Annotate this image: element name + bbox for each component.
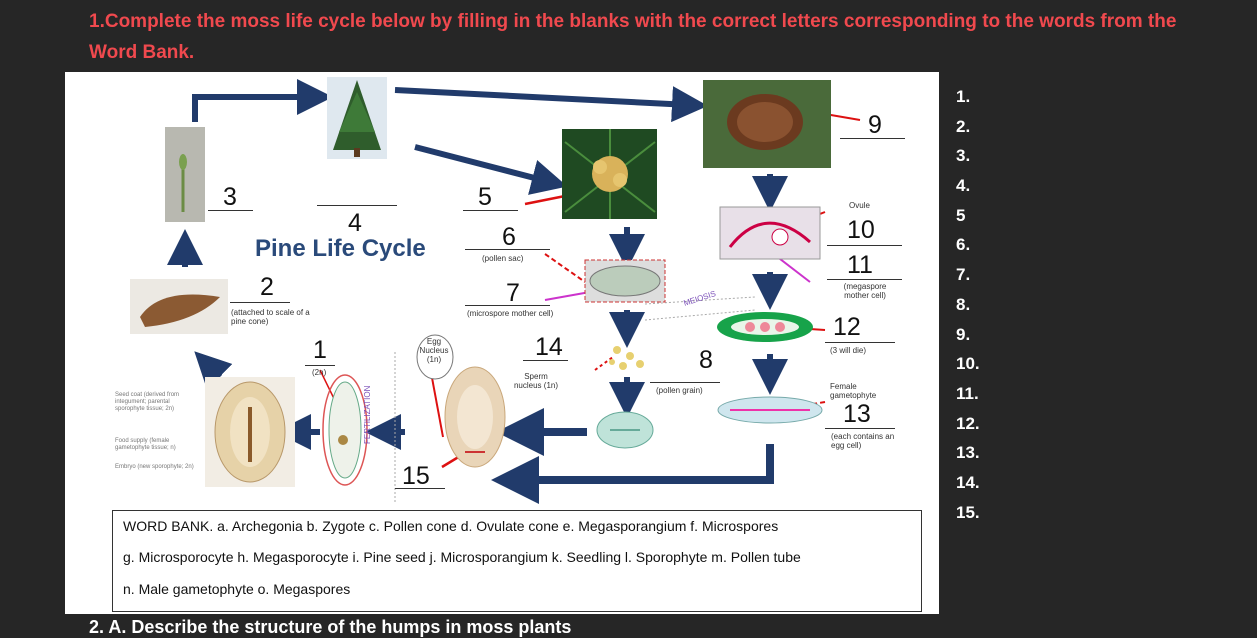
blank-14-number: 14 (535, 333, 563, 361)
blank-10-number: 10 (847, 216, 875, 244)
blank-4-number: 4 (348, 209, 362, 237)
answer-item[interactable]: 13. (956, 443, 980, 463)
blank-15-number: 15 (402, 462, 430, 490)
answer-item[interactable]: 10. (956, 354, 980, 374)
ovule-section-image (719, 206, 821, 260)
next-question-text: 2. A. Describe the structure of the hump… (89, 617, 572, 637)
pine-seed-image (205, 377, 295, 487)
pollen-grain-image (596, 411, 654, 449)
seedling-image (165, 127, 205, 222)
food-supply-label: Food supply (female gametophyte tissue; … (115, 438, 176, 451)
word-bank-line-1: WORD BANK. a. Archegonia b. Zygote c. Po… (123, 518, 779, 534)
answer-item[interactable]: 5 (956, 205, 966, 225)
female-gametophyte-label: Female gametophyte (830, 382, 877, 400)
two-n-label: (2n) (312, 368, 327, 377)
blank-8-number: 8 (699, 346, 713, 374)
sperm-nucleus-label: Sperm nucleus (1n) (513, 372, 559, 390)
blank-12-number: 12 (833, 313, 861, 341)
pine-life-cycle-diagram: 3 4 5 6 (pollen sac) 7 (microspore mothe… (65, 72, 939, 614)
answer-item[interactable]: 11. (956, 383, 979, 403)
megaspore-mother-cell-label: (megaspore mother cell) (843, 282, 887, 300)
ovule-label: Ovule (849, 201, 870, 210)
egg-nucleus-label: Egg Nucleus (1n) (419, 337, 449, 364)
fertilization-label: FERTILIZATION (363, 385, 372, 444)
pine-tree-image (327, 77, 387, 159)
winged-seed-image (130, 279, 228, 334)
answer-item[interactable]: 1. (956, 87, 971, 106)
pollen-sac-label: (pollen sac) (482, 254, 524, 263)
three-will-die-label: (3 will die) (830, 346, 867, 355)
pine-life-cycle-title: Pine Life Cycle (255, 235, 426, 262)
archegonia-image (322, 374, 368, 486)
answer-item[interactable]: 7. (956, 265, 971, 285)
arrow-tree-to-pollen-cone (414, 144, 568, 195)
word-bank-line-3: n. Male gametophyte o. Megaspores (123, 581, 351, 597)
each-contains-egg-label: (each contains an egg cell) (831, 432, 895, 450)
pollen-cone-image (562, 129, 657, 219)
answer-item[interactable]: 6. (956, 235, 971, 255)
answer-list: 1. 2. 3. 4. 5 6. 7. 8. 9. 10. 11. 12. 13… (956, 82, 980, 527)
blank-7-number: 7 (506, 279, 520, 307)
answer-item[interactable]: 12. (956, 413, 980, 433)
embryo-label: Embryo (new sporophyte; 2n) (115, 464, 194, 470)
microsporangium-image (584, 259, 666, 303)
pollen-grain-label: (pollen grain) (656, 386, 703, 395)
answer-item[interactable]: 9. (956, 324, 971, 344)
female-gametophyte-image (717, 396, 823, 424)
question-title: 1.Complete the moss life cycle below by … (89, 11, 1177, 63)
answer-item[interactable]: 2. (956, 116, 971, 136)
arrow-tree-to-ovulate-cone (394, 86, 708, 123)
answer-item[interactable]: 8. (956, 294, 971, 314)
arrow-seedling-to-tree (192, 79, 333, 122)
word-bank-line-2: g. Microsporocyte h. Megasporocyte i. Pi… (123, 549, 801, 565)
blank-1-number: 1 (313, 336, 327, 364)
seed-coat-label: Seed coat (derived from integument; pare… (115, 392, 180, 412)
blank-11-number: 11 (847, 251, 873, 279)
ovulate-cone-image (703, 80, 831, 168)
fertilization-ovule-image (444, 366, 506, 468)
pollen-grains-image (609, 346, 644, 370)
blank-6-number: 6 (502, 223, 516, 251)
microspore-mother-cell-label: (microspore mother cell) (467, 309, 554, 318)
blank-13-number: 13 (843, 400, 871, 428)
answer-item[interactable]: 14. (956, 472, 980, 492)
blank-2-number: 2 (260, 273, 274, 301)
answer-item[interactable]: 15. (956, 502, 980, 522)
blank-9-number: 9 (868, 111, 882, 139)
megaspores-image (717, 312, 813, 342)
diagram-graphics (130, 77, 861, 504)
attached-to-scale-label: (attached to scale of a pine cone) (231, 308, 310, 326)
blank-5-number: 5 (478, 183, 492, 211)
answer-item[interactable]: 4. (956, 176, 971, 196)
answer-item[interactable]: 3. (956, 146, 971, 166)
blank-3-number: 3 (223, 183, 237, 211)
word-bank: WORD BANK. a. Archegonia b. Zygote c. Po… (112, 510, 922, 612)
